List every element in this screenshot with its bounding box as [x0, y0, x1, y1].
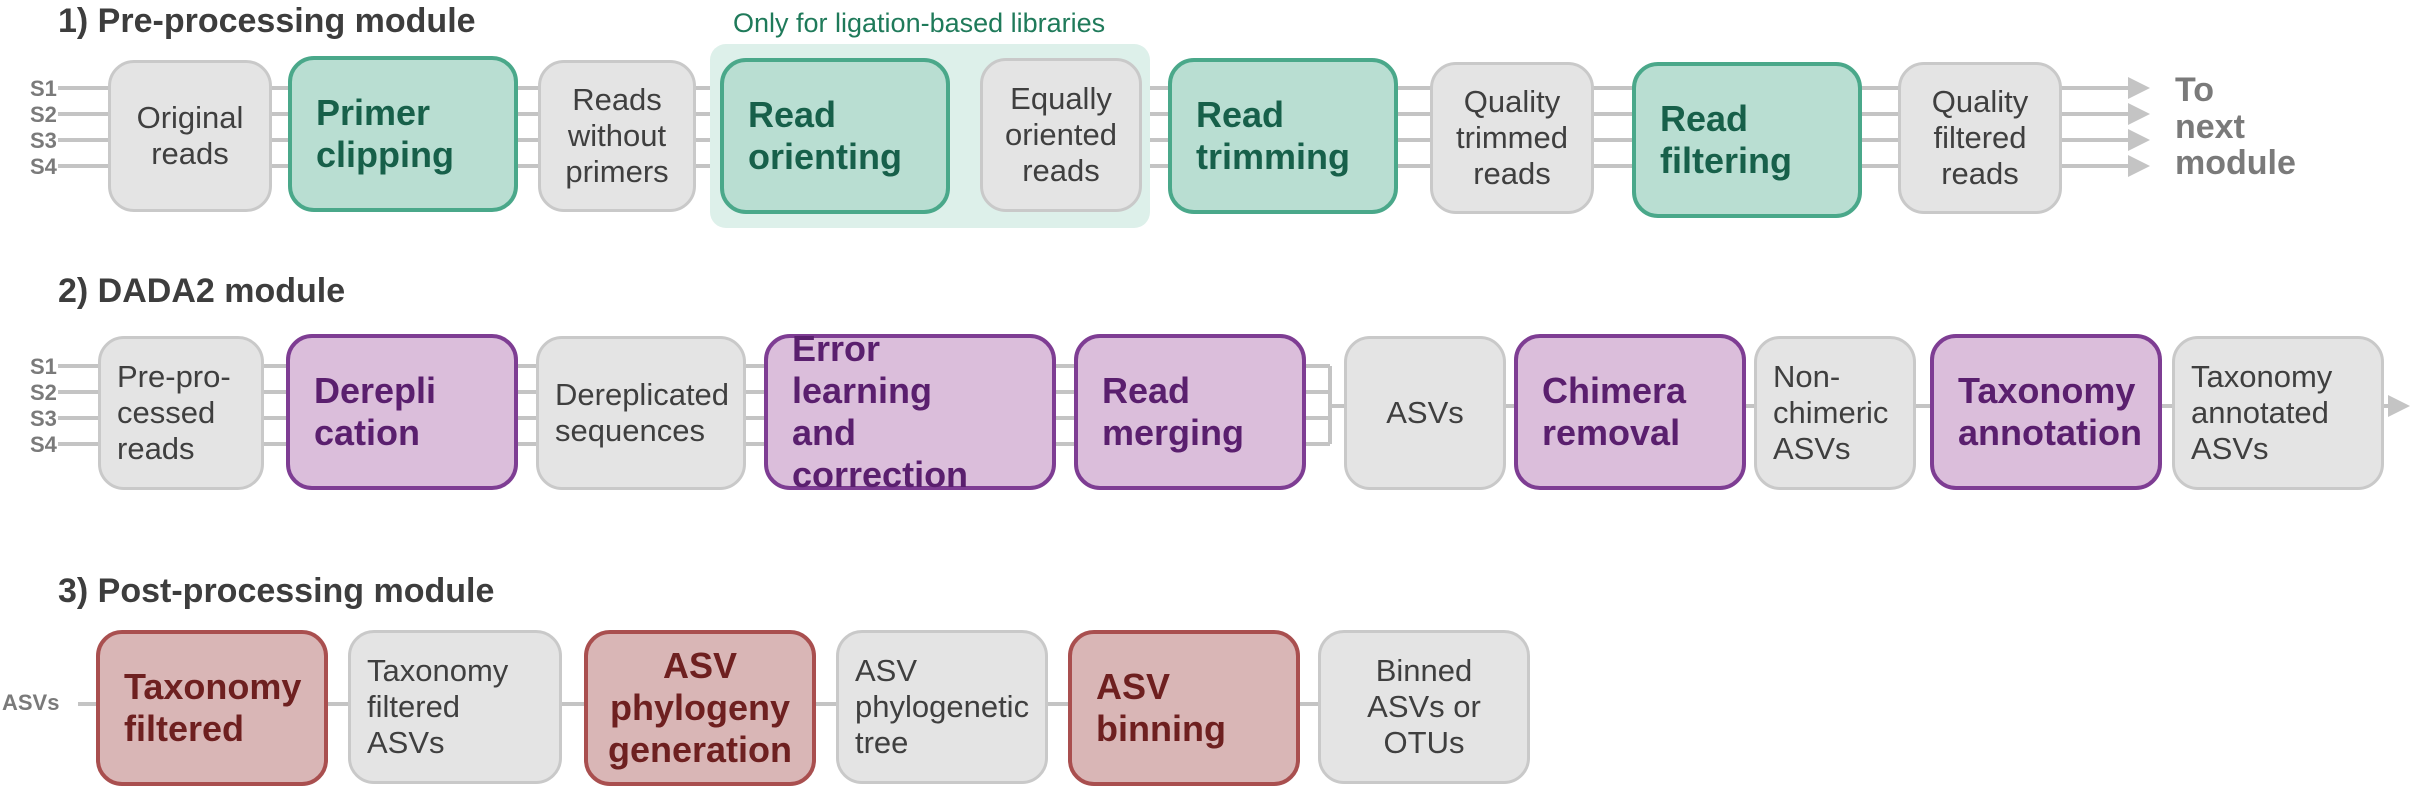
taxonomy-filtered-asvs-box: Taxonomy filtered ASVs — [348, 630, 562, 784]
reads-without-primers-box: Reads without primers — [538, 60, 696, 212]
module3-title: 3) Post-processing module — [58, 572, 495, 610]
module1-sample-label-s3: S3 — [30, 128, 57, 153]
dereplication-step: Derepli cation — [286, 334, 518, 490]
module1-title: 1) Pre-processing module — [58, 2, 476, 40]
original-reads-box: Original reads — [108, 60, 272, 212]
module2-sample-label-s1: S1 — [30, 354, 57, 379]
module1-lane-arrowhead-2 — [2128, 103, 2150, 125]
module2-sample-label-s2: S2 — [30, 380, 57, 405]
module2-sample-label-s3: S3 — [30, 406, 57, 431]
taxonomy-annotated-asvs-box: Taxonomy annotated ASVs — [2172, 336, 2384, 490]
asv-binning-step: ASV binning — [1068, 630, 1300, 786]
module1-lane-arrowhead-4 — [2128, 155, 2150, 177]
read-merging-step: Read merging — [1074, 334, 1306, 490]
taxonomy-filtering-step: Taxonomy filtered — [96, 630, 328, 786]
ligation-only-note: Only for ligation-based libraries — [733, 8, 1106, 38]
module1-lane-arrowhead-1 — [2128, 77, 2150, 99]
quality-filtered-reads-box: Quality filtered reads — [1898, 62, 2062, 214]
binned-asvs-otus-box: Binned ASVs or OTUs — [1318, 630, 1530, 784]
module2-sample-label-s4: S4 — [30, 432, 57, 457]
read-filtering-step: Read filtering — [1632, 62, 1862, 218]
module1-sample-label-s2: S2 — [30, 102, 57, 127]
preprocessed-reads-box: Pre-pro- cessed reads — [98, 336, 264, 490]
quality-trimmed-reads-box: Quality trimmed reads — [1430, 62, 1594, 214]
asv-phylogeny-generation-step: ASV phylogeny generation — [584, 630, 816, 786]
error-learning-correction-step: Error learning and correction — [764, 328, 1056, 495]
dereplicated-sequences-box: Dereplicated sequences — [536, 336, 746, 490]
non-chimeric-asvs-box: Non- chimeric ASVs — [1754, 336, 1916, 490]
read-orienting-step: Read orienting — [720, 58, 950, 214]
read-trimming-step: Read trimming — [1168, 58, 1398, 214]
module1-sample-label-s4: S4 — [30, 154, 57, 179]
chimera-removal-step: Chimera removal — [1514, 334, 1746, 490]
module2-title: 2) DADA2 module — [58, 272, 346, 310]
asv-phylogenetic-tree-box: ASV phylogenetic tree — [836, 630, 1048, 784]
module3-input-label: ASVs — [2, 690, 60, 715]
equally-oriented-reads-box: Equally oriented reads — [980, 58, 1142, 212]
taxonomy-annotation-step: Taxonomy annotation — [1930, 334, 2162, 490]
asvs-box: ASVs — [1344, 336, 1506, 490]
module2-output-arrowhead — [2388, 395, 2410, 417]
module1-sample-label-s1: S1 — [30, 76, 57, 101]
primer-clipping-step: Primer clipping — [288, 56, 518, 212]
to-next-module-label: To next module — [2175, 71, 2296, 183]
module1-lane-arrowhead-3 — [2128, 129, 2150, 151]
